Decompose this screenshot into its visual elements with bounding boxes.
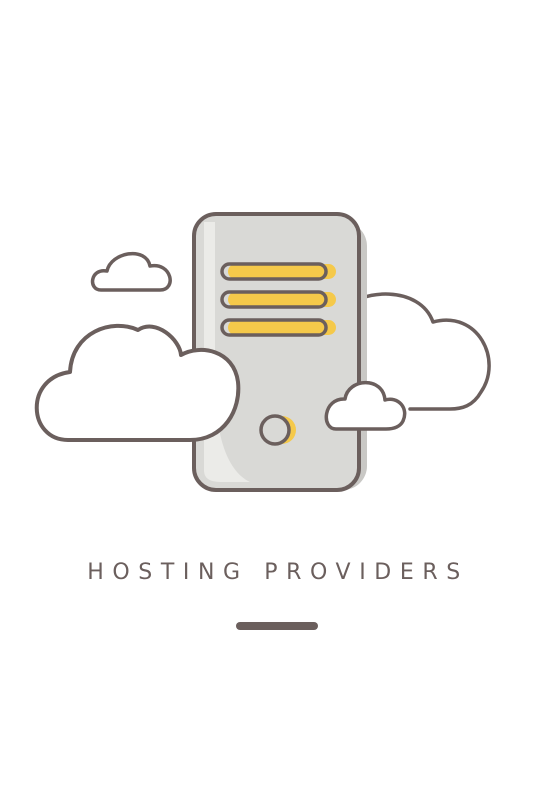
drive-slot bbox=[228, 320, 336, 335]
cloud-icon bbox=[324, 381, 407, 431]
drive-slot bbox=[228, 292, 336, 307]
cloud-icon bbox=[338, 292, 491, 411]
title-underline bbox=[236, 622, 318, 630]
drive-slot bbox=[228, 264, 336, 279]
cloud-icon bbox=[90, 251, 172, 292]
cloud-icon bbox=[34, 323, 241, 442]
page-title: HOSTING PROVIDERS bbox=[87, 560, 469, 585]
hosting-illustration bbox=[34, 212, 491, 492]
server-icon bbox=[192, 212, 367, 492]
